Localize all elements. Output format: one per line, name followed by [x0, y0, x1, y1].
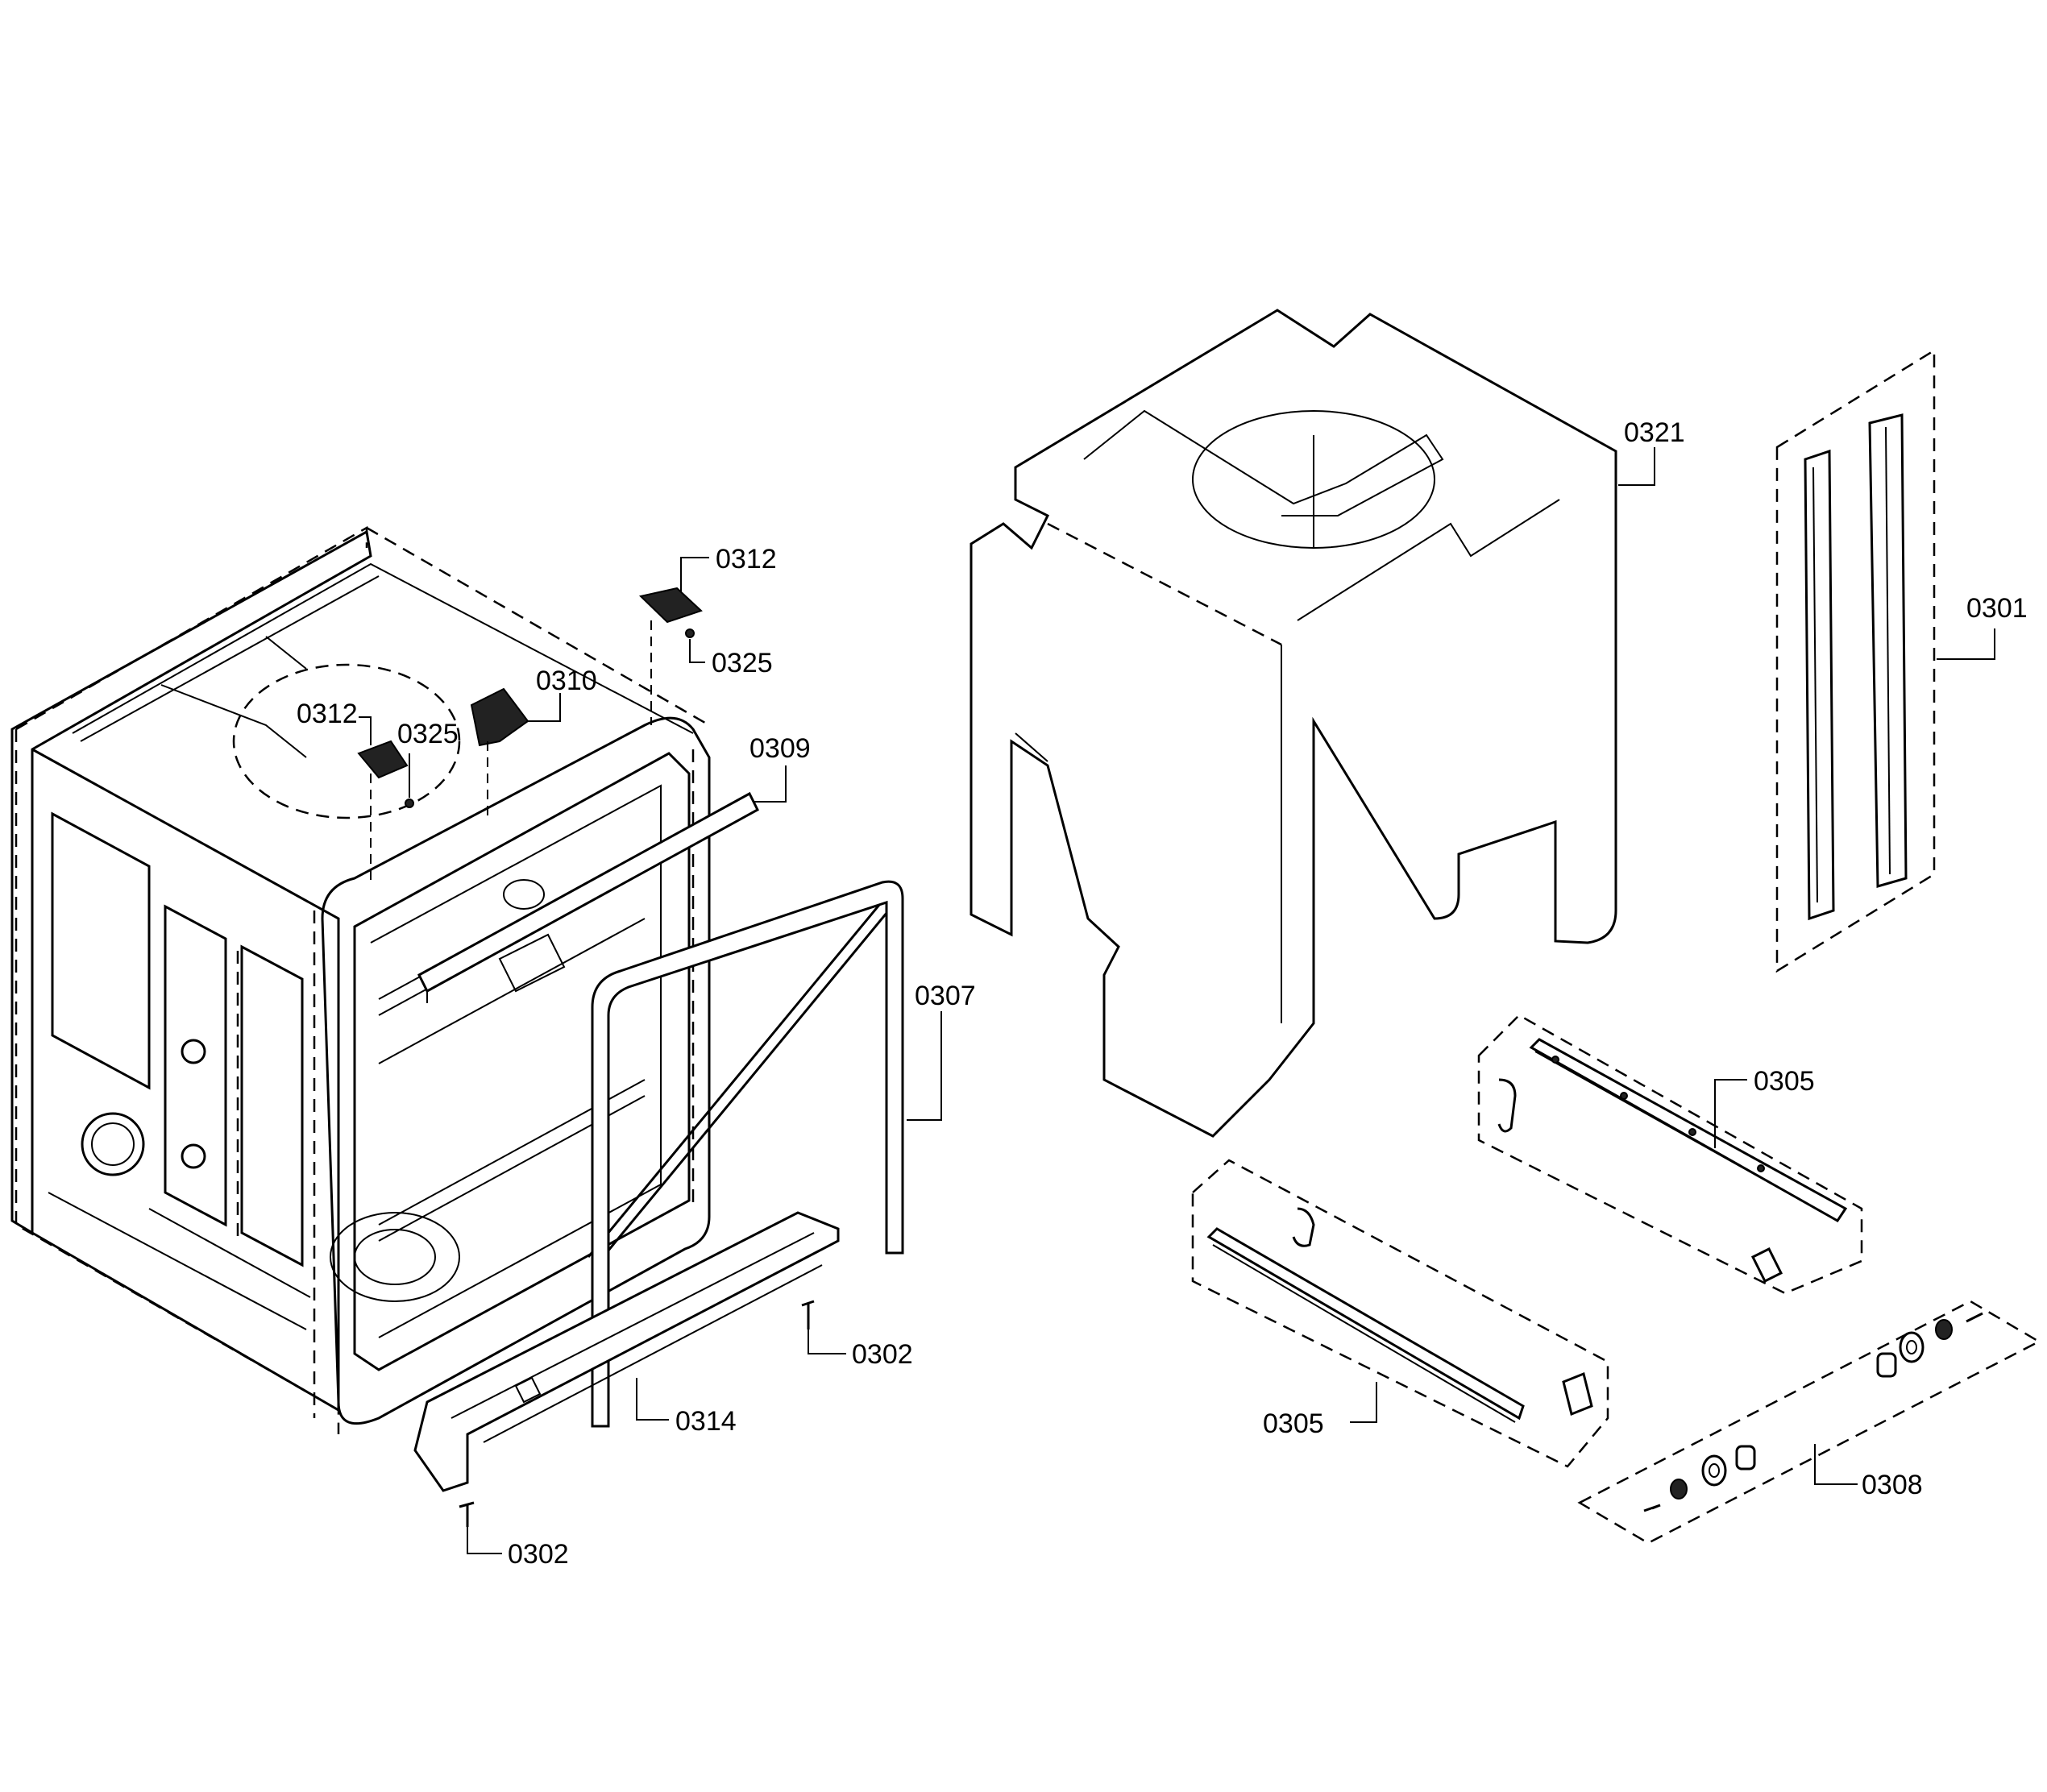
- callout-0301: 0301: [1937, 593, 2028, 660]
- callout-0314: 0314: [636, 1378, 737, 1437]
- callout-label: 0314: [675, 1406, 737, 1437]
- callout-0312-right: 0312: [680, 544, 777, 592]
- callout-label: 0302: [852, 1339, 913, 1370]
- callout-label: 0325: [397, 719, 459, 749]
- callout-label: 0312: [297, 699, 358, 729]
- callout-0321: 0321: [1618, 417, 1685, 486]
- callout-label: 0309: [749, 733, 811, 764]
- hinge-bracket-0312-left: [357, 740, 409, 886]
- callout-label: 0307: [915, 981, 976, 1011]
- slide-assembly-0305-lower: [1191, 1159, 1609, 1468]
- callout-0302-right: 0302: [808, 1329, 913, 1370]
- callout-0325-left: 0325: [397, 719, 459, 798]
- screw-0325-left: [405, 799, 414, 808]
- slide-assembly-0305-upper: [1477, 1014, 1863, 1295]
- wheel-kit-0308: [1577, 1300, 2041, 1545]
- callout-0307: 0307: [907, 981, 976, 1121]
- door-gasket-0307: [587, 880, 904, 1428]
- side-rails-0301: [1775, 348, 1936, 973]
- callout-label: 0301: [1966, 593, 2028, 624]
- callout-0312-left: 0312: [297, 699, 372, 745]
- callout-label: 0310: [536, 666, 597, 696]
- latch-0310: [470, 687, 529, 822]
- callout-label: 0312: [716, 544, 777, 575]
- callout-0305-lower: 0305: [1263, 1382, 1377, 1439]
- callout-0308: 0308: [1814, 1444, 1923, 1500]
- callout-label: 0308: [1862, 1470, 1923, 1500]
- callout-label: 0321: [1624, 417, 1685, 448]
- callout-0310: 0310: [528, 666, 597, 722]
- callout-label: 0305: [1263, 1408, 1324, 1439]
- callout-label: 0325: [712, 648, 773, 678]
- callout-0309: 0309: [749, 733, 811, 803]
- screw-0302-bottom: [459, 1501, 475, 1527]
- strip-0309: [417, 791, 759, 1003]
- callout-0325-right: 0325: [689, 639, 773, 678]
- callout-0305-upper: 0305: [1714, 1066, 1815, 1148]
- callout-0302-bottom: 0302: [467, 1527, 569, 1570]
- hinge-bracket-0312-right: [638, 587, 703, 725]
- base-panel-0314: [413, 1211, 840, 1492]
- insulation-blanket-0321: [970, 309, 1617, 1138]
- screw-0302-right: [801, 1300, 815, 1329]
- callout-label: 0305: [1754, 1066, 1815, 1097]
- callout-label: 0302: [508, 1539, 569, 1570]
- screw-0325-right: [685, 628, 695, 638]
